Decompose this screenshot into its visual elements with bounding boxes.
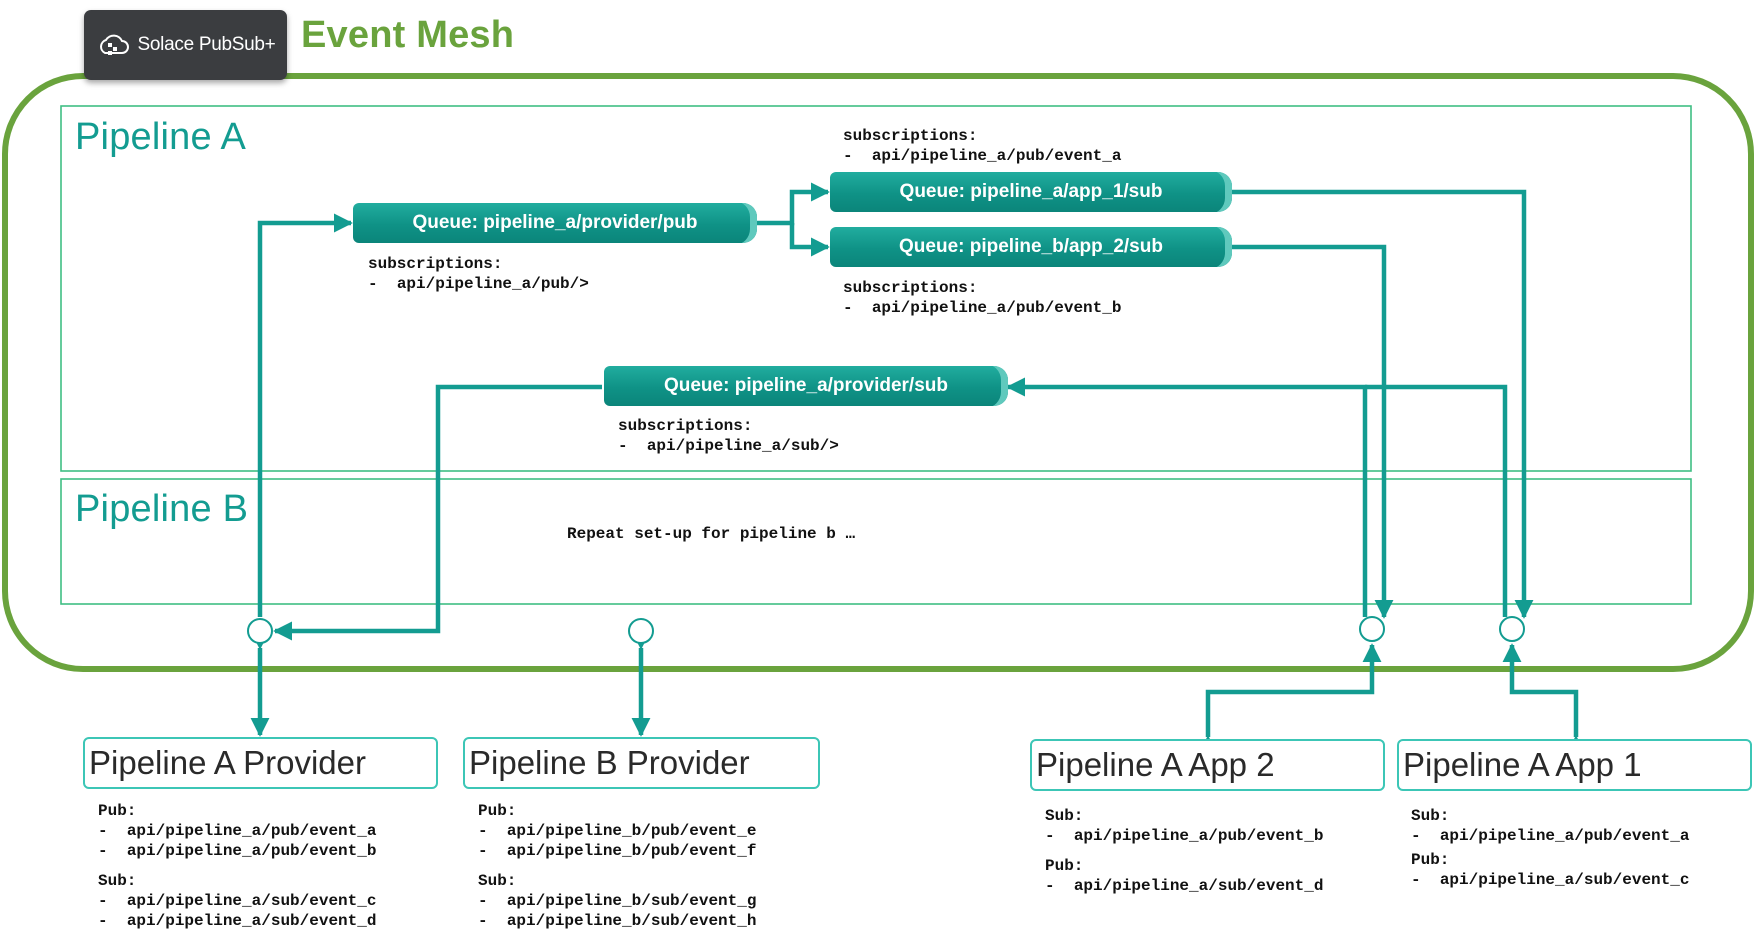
client-pipeline-a-provider[interactable]: Pipeline A Provider bbox=[83, 737, 438, 789]
topic-item: - api/pipeline_a/pub/event_a bbox=[98, 822, 377, 840]
provider-b-topics: Pub: - api/pipeline_b/pub/event_e - api/… bbox=[478, 801, 756, 931]
app2-endpoint-to-sub-queue-connector bbox=[1006, 377, 1368, 617]
app2-topics: Sub: - api/pipeline_a/pub/event_b Pub: -… bbox=[1045, 806, 1323, 896]
subscription-item: - api/pipeline_a/sub/> bbox=[618, 437, 839, 455]
client-name: Pipeline A Provider bbox=[89, 744, 367, 781]
topic-item: - api/pipeline_b/pub/event_e bbox=[478, 822, 757, 840]
topic-item: - api/pipeline_a/pub/event_b bbox=[98, 842, 377, 860]
client-name: Pipeline A App 1 bbox=[1403, 746, 1642, 783]
sub-header: Sub: bbox=[1411, 807, 1450, 825]
queue-label: Queue: pipeline_a/provider/sub bbox=[663, 375, 948, 396]
app2-link bbox=[1198, 643, 1382, 755]
queue-provider-pub[interactable]: Queue: pipeline_a/provider/pub bbox=[353, 203, 757, 243]
subscriptions-header: subscriptions: bbox=[368, 255, 503, 273]
topic-item: - api/pipeline_b/sub/event_h bbox=[478, 912, 757, 930]
queue-app1-sub[interactable]: Queue: pipeline_a/app_1/sub bbox=[830, 172, 1232, 212]
subscription-item: - api/pipeline_a/pub/event_b bbox=[843, 299, 1122, 317]
pub-queue-to-app2-queue-connector bbox=[789, 223, 830, 257]
queue-provider-sub[interactable]: Queue: pipeline_a/provider/sub bbox=[604, 366, 1008, 406]
queue-app2-sub[interactable]: Queue: pipeline_b/app_2/sub bbox=[830, 227, 1232, 267]
pipeline-a-title: Pipeline A bbox=[75, 116, 247, 158]
provider-to-pub-queue-connector bbox=[257, 213, 353, 617]
topic-item: - api/pipeline_a/pub/event_b bbox=[1045, 827, 1324, 845]
app1-link bbox=[1502, 643, 1586, 755]
pub-header: Pub: bbox=[98, 802, 137, 820]
topic-item: - api/pipeline_a/sub/event_c bbox=[98, 892, 377, 910]
sub-header: Sub: bbox=[478, 872, 517, 890]
subscription-item: - api/pipeline_a/pub/event_a bbox=[843, 147, 1122, 165]
client-pipeline-a-app-2[interactable]: Pipeline A App 2 bbox=[1030, 739, 1385, 791]
app2-endpoint[interactable] bbox=[1359, 616, 1385, 642]
sub-queue-to-provider-endpoint-connector bbox=[273, 384, 602, 641]
provider-sub-subscriptions: subscriptions: - api/pipeline_a/sub/> bbox=[618, 416, 839, 456]
subscriptions-header: subscriptions: bbox=[618, 417, 753, 435]
provider-pub-subscriptions: subscriptions: - api/pipeline_a/pub/> bbox=[368, 254, 589, 294]
pub-header: Pub: bbox=[1411, 851, 1450, 869]
app2-queue-to-app2-endpoint-connector bbox=[1232, 244, 1394, 619]
pipeline-b-note: Repeat set-up for pipeline b … bbox=[567, 525, 856, 543]
app1-endpoint[interactable] bbox=[1499, 616, 1525, 642]
provider-b-endpoint[interactable] bbox=[628, 618, 654, 644]
subscription-item: - api/pipeline_a/pub/> bbox=[368, 275, 589, 293]
app1-subscriptions: subscriptions: - api/pipeline_a/pub/even… bbox=[843, 126, 1121, 166]
solace-pubsub-logo: Solace PubSub+ bbox=[84, 10, 287, 80]
subscriptions-header: subscriptions: bbox=[843, 127, 978, 145]
event-mesh-title: Event Mesh bbox=[301, 14, 515, 56]
app2-subscriptions: subscriptions: - api/pipeline_a/pub/even… bbox=[843, 278, 1121, 318]
provider-a-endpoint[interactable] bbox=[247, 618, 273, 644]
topic-item: - api/pipeline_a/sub/event_d bbox=[98, 912, 377, 930]
subscriptions-header: subscriptions: bbox=[843, 279, 978, 297]
pub-header: Pub: bbox=[478, 802, 517, 820]
queue-label: Queue: pipeline_a/app_1/sub bbox=[899, 181, 1163, 202]
client-pipeline-b-provider[interactable]: Pipeline B Provider bbox=[463, 737, 820, 789]
client-pipeline-a-app-1[interactable]: Pipeline A App 1 bbox=[1397, 739, 1752, 791]
solace-cloud-icon bbox=[99, 34, 129, 55]
topic-item: - api/pipeline_a/sub/event_d bbox=[1045, 877, 1324, 895]
queue-label: Queue: pipeline_b/app_2/sub bbox=[899, 236, 1163, 257]
app1-queue-to-app1-endpoint-connector bbox=[1232, 189, 1534, 619]
sub-header: Sub: bbox=[1045, 807, 1084, 825]
pipeline-a-section bbox=[60, 105, 1692, 472]
logo-text: Solace PubSub+ bbox=[137, 34, 276, 55]
queue-label: Queue: pipeline_a/provider/pub bbox=[412, 212, 698, 233]
client-name: Pipeline B Provider bbox=[469, 744, 750, 781]
topic-item: - api/pipeline_b/sub/event_g bbox=[478, 892, 757, 910]
app1-topics: Sub: - api/pipeline_a/pub/event_a Pub: -… bbox=[1411, 806, 1689, 890]
app1-endpoint-to-sub-queue-connector bbox=[1365, 384, 1508, 617]
pipeline-b-section bbox=[60, 478, 1692, 605]
event-mesh-frame bbox=[2, 73, 1754, 672]
provider-a-topics: Pub: - api/pipeline_a/pub/event_a - api/… bbox=[98, 801, 376, 931]
topic-item: - api/pipeline_b/pub/event_f bbox=[478, 842, 757, 860]
topic-item: - api/pipeline_a/pub/event_a bbox=[1411, 827, 1690, 845]
client-name: Pipeline A App 2 bbox=[1036, 746, 1275, 783]
pub-header: Pub: bbox=[1045, 857, 1084, 875]
topic-item: - api/pipeline_a/sub/event_c bbox=[1411, 871, 1690, 889]
pipeline-b-title: Pipeline B bbox=[75, 488, 249, 530]
pub-queue-to-app1-queue-connector bbox=[757, 182, 830, 226]
sub-header: Sub: bbox=[98, 872, 137, 890]
